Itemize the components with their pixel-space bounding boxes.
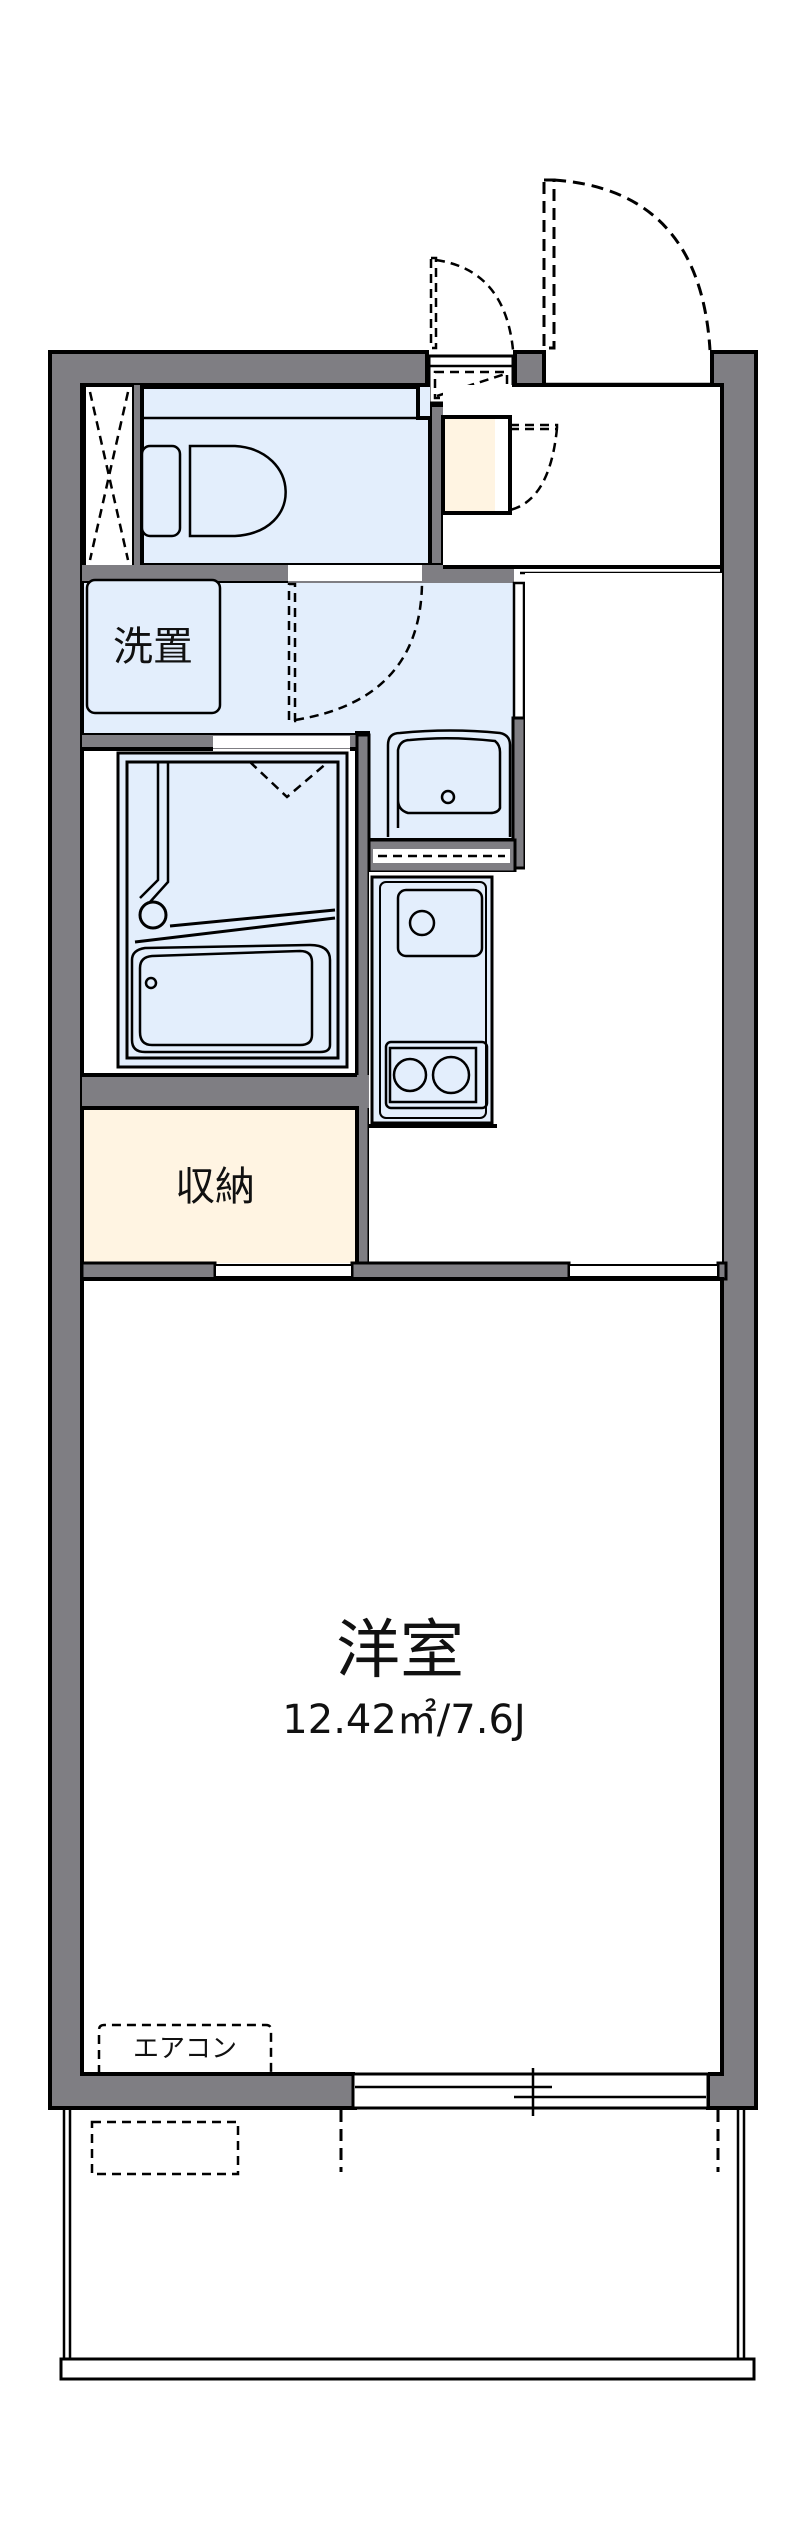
- washer-space-label: 洗置: [113, 624, 193, 670]
- balcony-sliding-window[interactable]: [351, 2068, 710, 2116]
- shoe-cabinet[interactable]: [441, 415, 559, 515]
- toilet-room: [140, 385, 432, 567]
- toilet-icon: [140, 444, 287, 538]
- pipe-space: [82, 383, 136, 569]
- storage-label: 収納: [175, 1164, 255, 1210]
- bath-door-opening: [213, 736, 350, 748]
- meter-box-door-swing: [429, 256, 515, 351]
- storage-closet[interactable]: 収納: [82, 1106, 359, 1263]
- toilet-door-swing: [287, 582, 424, 723]
- air-conditioner[interactable]: エアコン: [97, 2023, 273, 2074]
- air-conditioner-label: エアコン: [133, 2034, 237, 2064]
- entrance-door-swing: [542, 178, 712, 351]
- ac-outdoor-unit: [90, 2120, 240, 2176]
- kitchen-counter[interactable]: [369, 875, 497, 1128]
- room-area: 12.42㎡/7.6J: [282, 1697, 525, 1743]
- balcony: [59, 2110, 756, 2381]
- entrance-threshold: [546, 354, 710, 384]
- toilet-door-opening: [288, 565, 422, 581]
- two-burner-stove[interactable]: [384, 1040, 489, 1110]
- washroom-door-frame: [512, 581, 526, 721]
- room-name: 洋室: [336, 1614, 464, 1688]
- washer-space[interactable]: 洗置: [85, 578, 222, 715]
- partition-wall: [80, 1261, 728, 1281]
- western-room: 洋室 12.42㎡/7.6J: [82, 1277, 724, 2076]
- washbasin[interactable]: [386, 729, 512, 838]
- unit-bath[interactable]: [116, 751, 349, 1069]
- kitchen-sink[interactable]: [396, 888, 484, 958]
